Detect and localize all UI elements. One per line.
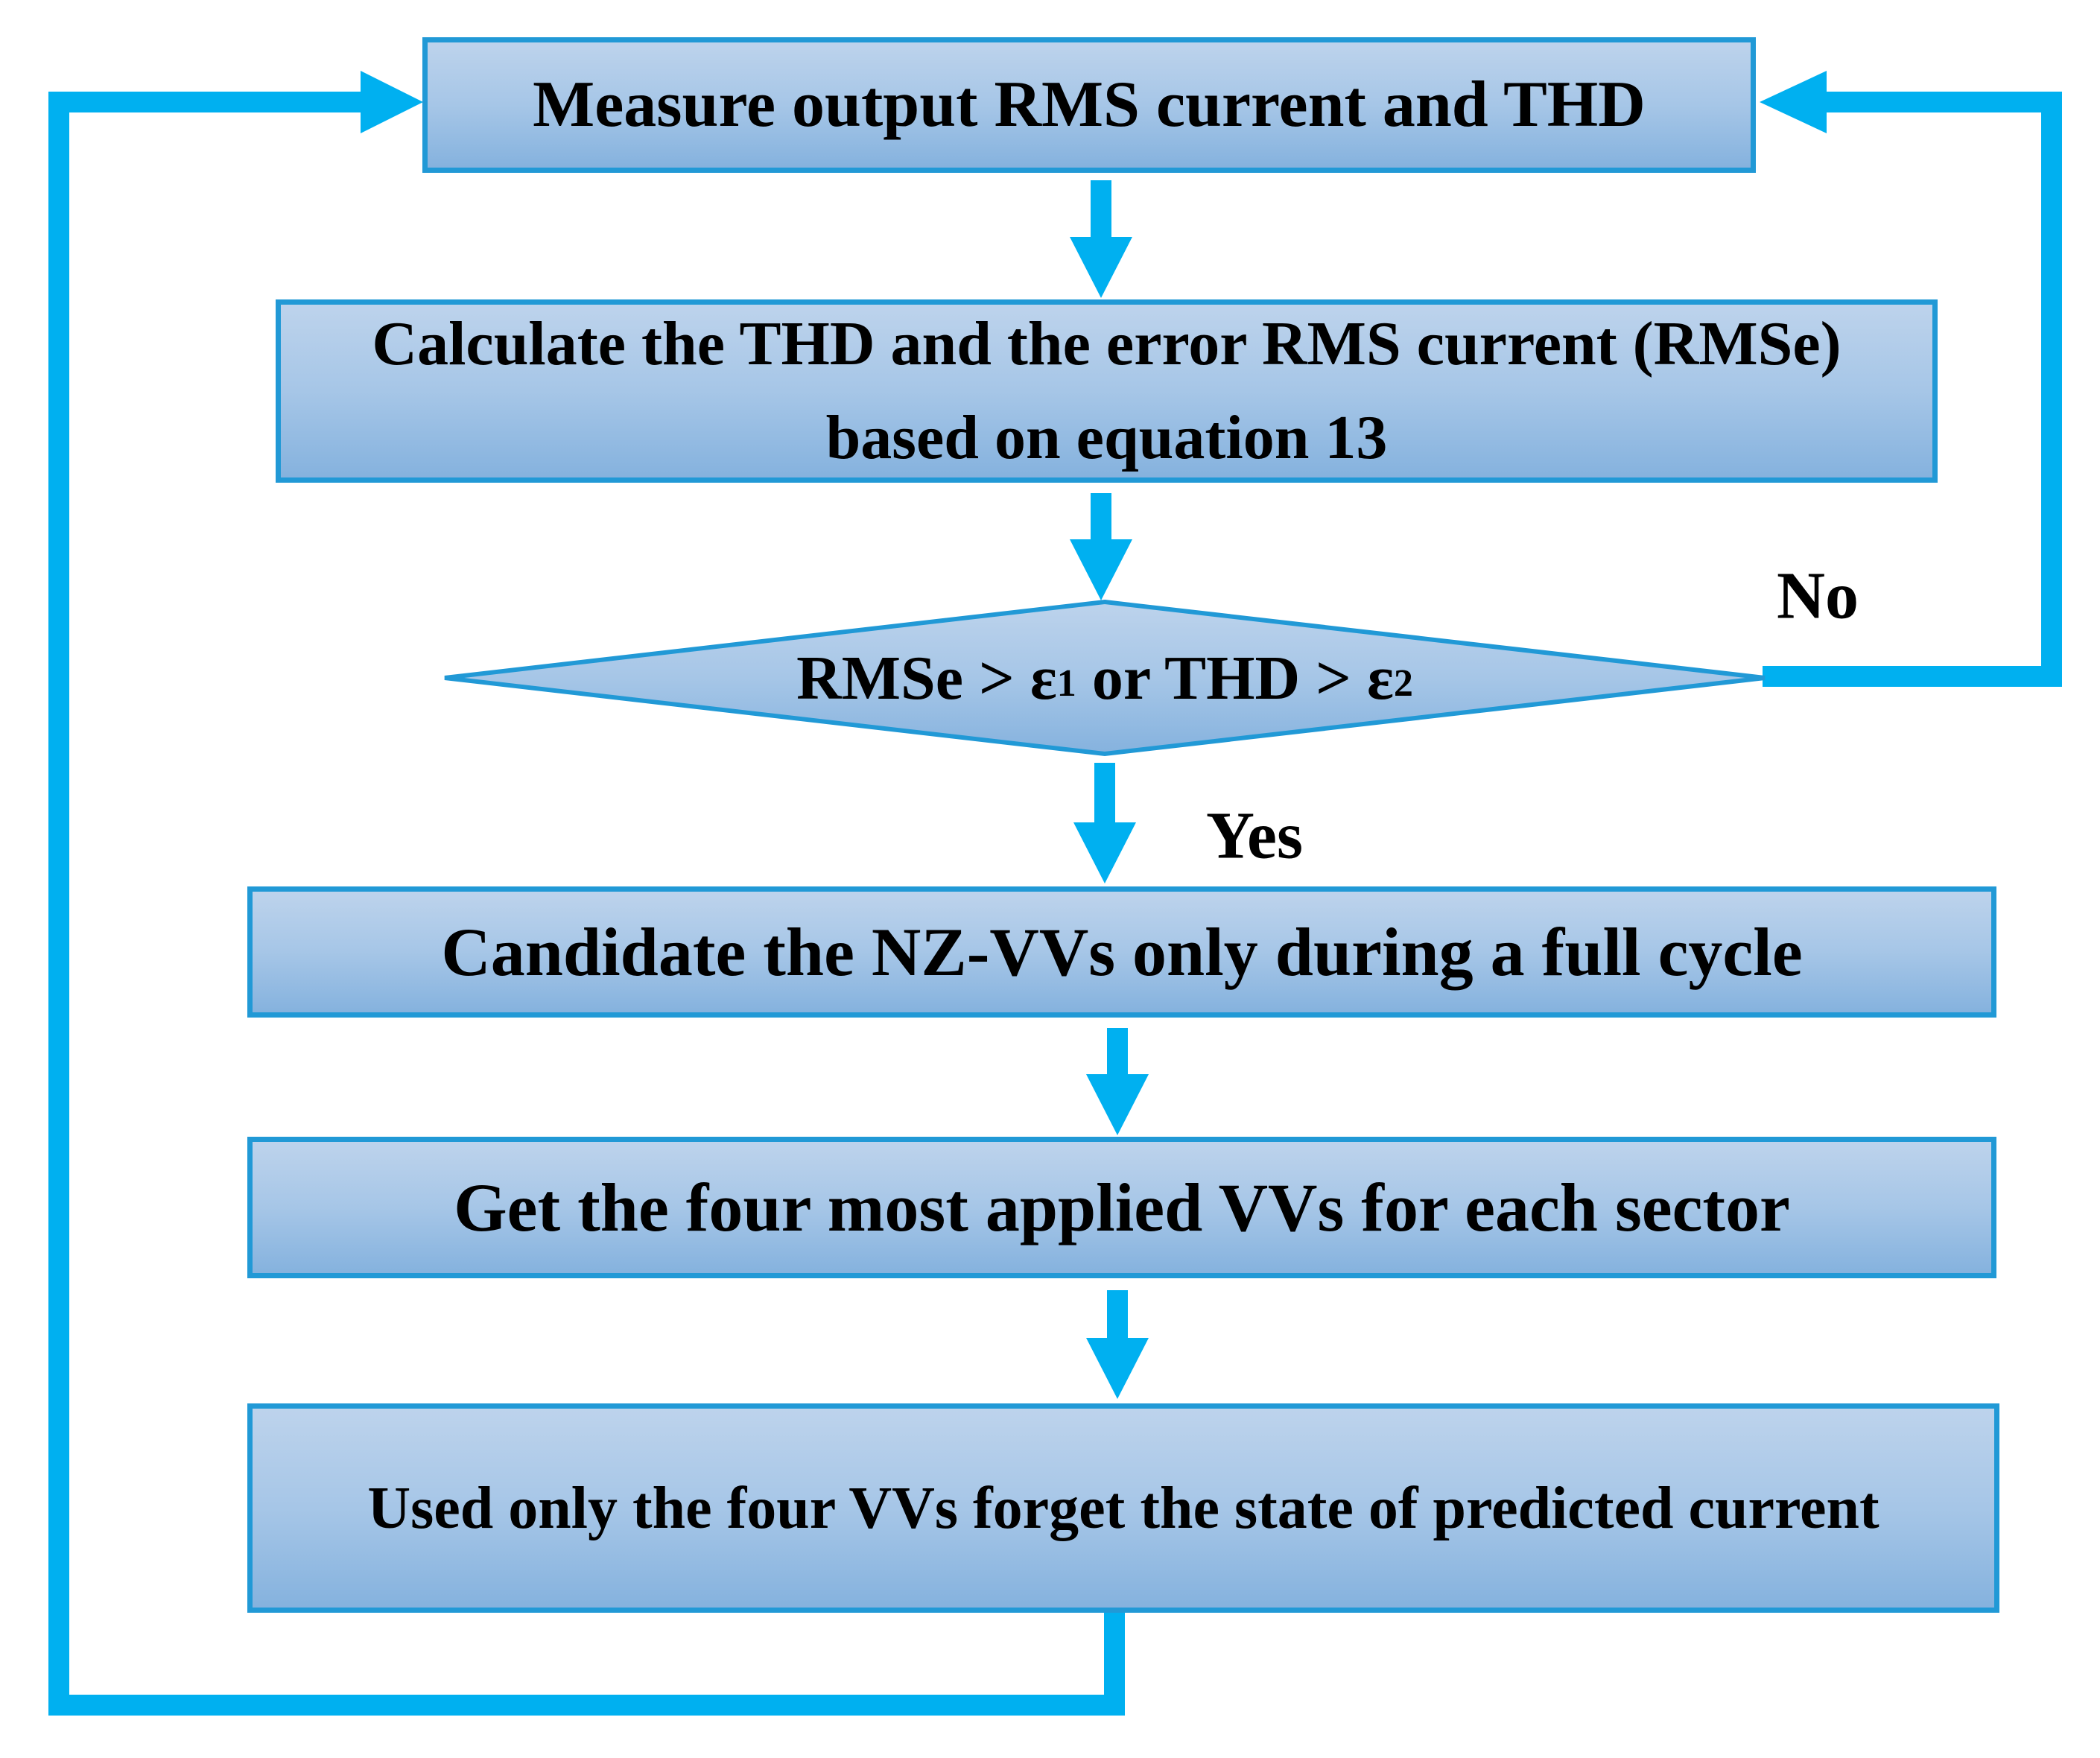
decision-epsilon2-subscript: 2 [1393,661,1413,705]
yes-branch-label: Yes [1206,799,1303,873]
calculate-box: Calculate the THD and the error RMS curr… [276,299,1938,483]
decision-condition-prefix: RMSe > ε [796,643,1057,713]
calculate-box-label-line2: based on equation 13 [825,403,1388,472]
decision-epsilon1-subscript: 1 [1056,661,1076,705]
no-loop-line [1763,92,2062,687]
repeat-loop-line [48,92,1125,1716]
arrow-measure-to-calculate-icon [1070,180,1132,298]
no-branch-label: No [1777,559,1859,633]
use-four-box-label: Used only the four VVs forget the state … [367,1475,1879,1541]
candidate-box: Candidate the NZ-VVs only during a full … [247,886,1996,1018]
decision-diamond [444,599,1766,757]
get-four-box-label: Get the four most applied VVs for each s… [454,1170,1790,1245]
decision-condition-middle: or THD > ε [1076,643,1394,713]
measure-box: Measure output RMS current and THD [422,37,1756,173]
get-four-box: Get the four most applied VVs for each s… [247,1137,1996,1278]
calculate-box-label-line1: Calculate the THD and the error RMS curr… [372,309,1842,378]
repeat-loop-arrowhead-icon [361,71,423,133]
arrow-candidate-to-getfour-icon [1086,1028,1149,1135]
arrow-decision-to-candidate-icon [1073,763,1136,883]
candidate-box-label: Candidate the NZ-VVs only during a full … [441,914,1803,990]
arrow-calculate-to-decision-icon [1070,493,1132,600]
no-loop-arrowhead-icon [1760,71,1827,133]
measure-box-label: Measure output RMS current and THD [533,69,1646,141]
use-four-box: Used only the four VVs forget the state … [247,1403,1999,1613]
arrow-getfour-to-usefour-icon [1086,1290,1149,1399]
